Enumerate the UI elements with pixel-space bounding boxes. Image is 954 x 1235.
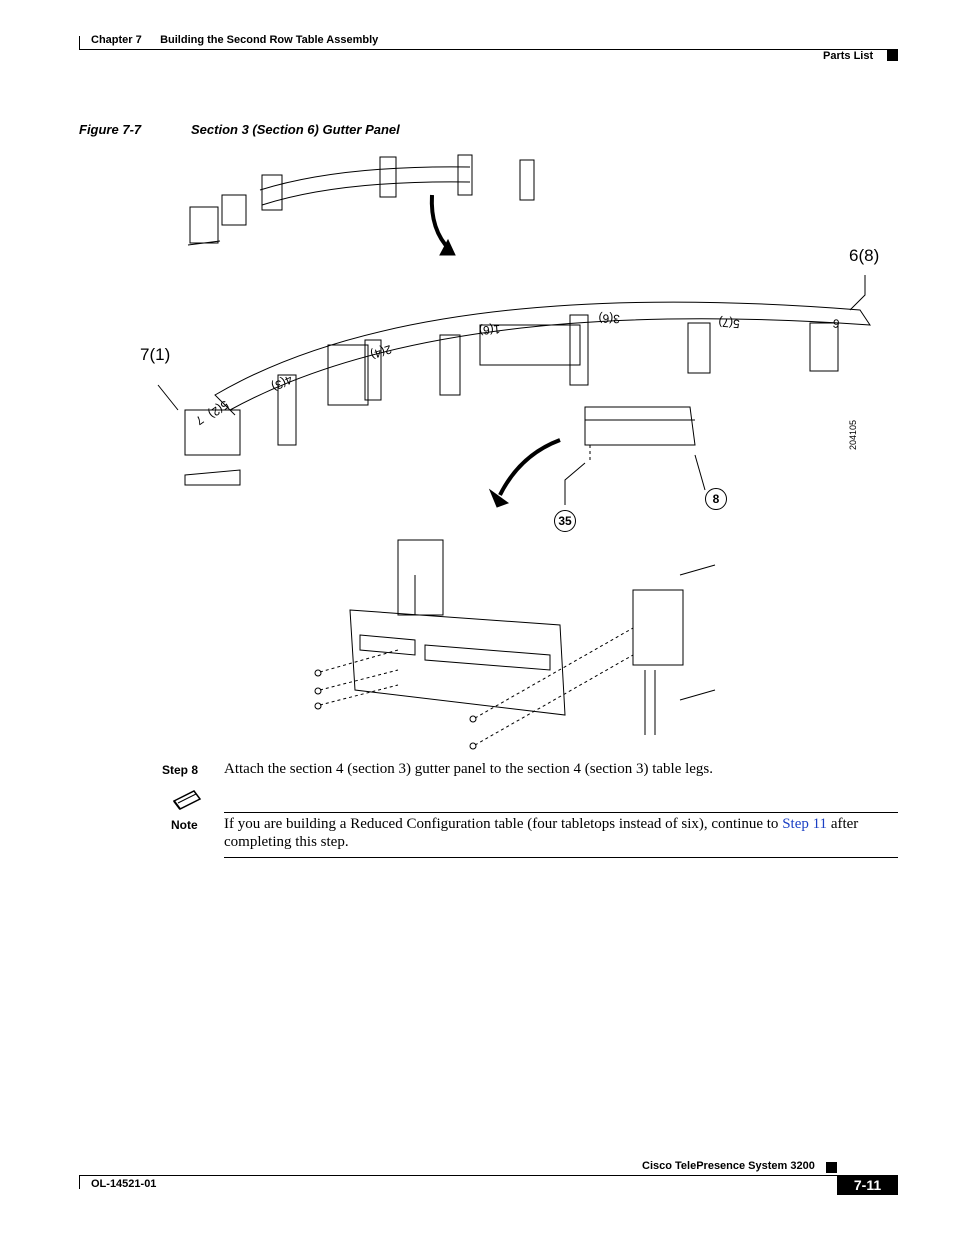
arrow-head-icon [439, 238, 456, 256]
segment-label: 6 [832, 316, 841, 331]
note-text-before: If you are building a Reduced Configurat… [224, 816, 783, 832]
figure-number: Figure 7-7 [79, 122, 142, 137]
figure-id: 204105 [848, 419, 858, 450]
page-number: 7-11 [837, 1175, 898, 1195]
note-text: If you are building a Reduced Configurat… [224, 815, 894, 851]
footer-block [826, 1162, 837, 1173]
segment-label: 5(2) [206, 398, 232, 422]
leader-6-8 [849, 275, 866, 311]
step-label: Step 8 [162, 763, 199, 777]
segment-label: 7 [193, 413, 207, 428]
note-pencil-icon [172, 790, 202, 810]
leader-35 [564, 462, 586, 505]
note-rule-bottom [224, 857, 898, 858]
callout-7-1: 7(1) [140, 345, 171, 364]
gutter-panel-small [584, 406, 696, 460]
callout-6-8: 6(8) [849, 246, 880, 265]
segment-label: 5(7) [718, 315, 740, 331]
chapter-title: Chapter 7 Building the Second Row Table … [91, 34, 379, 46]
footer-rule [79, 1175, 898, 1176]
arrow-head-icon-2 [488, 488, 510, 508]
screws [314, 627, 634, 750]
detail-view [349, 539, 716, 735]
leader-8 [694, 454, 706, 491]
table-legs [184, 314, 839, 486]
figure-title: Section 3 (Section 6) Gutter Panel [191, 122, 400, 137]
note-text-after: after completing this step. [224, 816, 859, 850]
section-title: Parts List [823, 50, 874, 62]
figure-caption: Figure 7-7 Section 3 (Section 6) Gutter P… [79, 122, 400, 137]
note-rule-top [224, 812, 898, 813]
step-text: Attach the section 4 (section 3) gutter … [224, 761, 714, 777]
footer-product: Cisco TelePresence System 3200 [642, 1160, 815, 1172]
header-block [887, 49, 898, 61]
segment-label: 4(3) [269, 372, 294, 394]
header-rule [79, 49, 898, 50]
footer-doc-id: OL-14521-01 [91, 1178, 157, 1190]
leader-7-1 [157, 384, 179, 411]
overview-assembly [187, 154, 535, 246]
callout-35: 35 [554, 510, 576, 532]
assembly-drawing: 1(6) 2(4) 3(6) 4(3) 5(7) 5(2)7 6 [157, 154, 871, 750]
segment-label: 1(6) [478, 322, 500, 338]
table-top [214, 301, 871, 416]
callout-8: 8 [705, 488, 727, 510]
segment-label: 3(6) [598, 311, 620, 326]
header-tick [79, 36, 80, 50]
note-label: Note [171, 818, 198, 832]
figure-illustration: 1(6) 2(4) 3(6) 4(3) 5(7) 5(2)7 6 6(8) 7(1) 8 3… [140, 145, 900, 757]
footer-tick [79, 1175, 80, 1189]
arrow-rotate-icon [498, 438, 561, 496]
step-11-link[interactable]: Step 11 [782, 816, 828, 832]
segment-label: 2(4) [369, 342, 394, 362]
